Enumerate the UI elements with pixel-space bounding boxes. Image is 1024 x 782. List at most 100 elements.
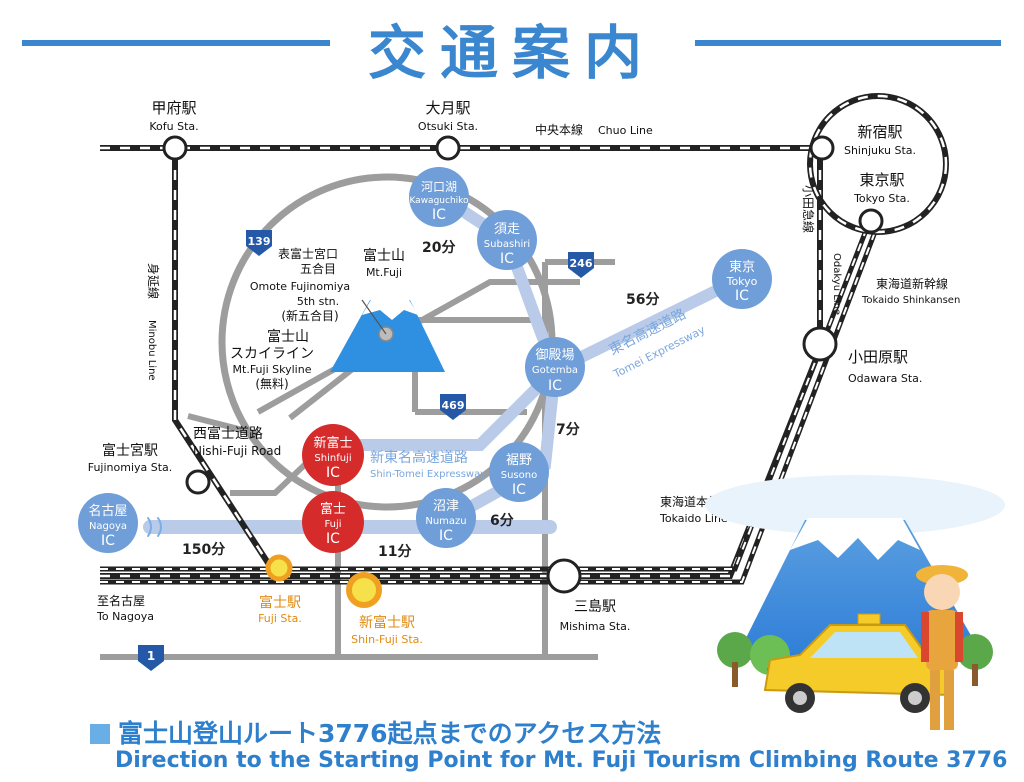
- title-rule-left: [22, 40, 330, 46]
- shinjuku-label: 新宿駅 Shinjuku Sta.: [844, 123, 916, 157]
- svg-text:Chuo Line: Chuo Line: [598, 124, 653, 137]
- svg-text:Nishi-Fuji Road: Nishi-Fuji Road: [193, 444, 281, 458]
- susono-ic: 裾野 Susono IC: [489, 442, 549, 502]
- svg-text:富士駅: 富士駅: [259, 594, 301, 611]
- otsuki-label: 大月駅 Otsuki Sta.: [418, 99, 478, 133]
- omote-fujinomiya-label: 表富士宮口 五合目 Omote Fujinomiya 5th stn. (新五合…: [250, 246, 350, 323]
- svg-text:Fujinomiya Sta.: Fujinomiya Sta.: [88, 461, 173, 474]
- shinjuku-station-marker: [809, 135, 835, 161]
- route-1-shield: 1: [138, 645, 164, 671]
- svg-text:河口湖: 河口湖: [421, 179, 457, 194]
- road-nishi-fuji: [187, 413, 259, 437]
- svg-text:Tokaido Shinkansen: Tokaido Shinkansen: [861, 295, 960, 306]
- svg-text:西富士道路: 西富士道路: [193, 425, 263, 442]
- route-469-shield: 469: [440, 394, 466, 420]
- odawara-station-marker: [802, 326, 838, 362]
- svg-text:(新五合目): (新五合目): [281, 308, 338, 323]
- svg-text:東海道新幹線: 東海道新幹線: [876, 276, 948, 291]
- tokyo-ic: 東京 Tokyo IC: [712, 249, 772, 309]
- interchanges: 河口湖 Kawaguchiko IC 須走 Subashiri IC 御殿場 G…: [78, 167, 772, 553]
- shin-tomei-expressway: [329, 364, 561, 451]
- nagoya-ic: 名古屋 Nagoya IC: [78, 493, 138, 553]
- svg-text:須走: 須走: [494, 222, 520, 237]
- svg-text:IC: IC: [439, 528, 453, 544]
- shin-tomei-expressway-label: 新東名高速道路 Shin-Tomei Expressway: [370, 449, 486, 480]
- svg-text:東京駅: 東京駅: [859, 171, 904, 189]
- mt-fuji-illustration: [330, 298, 445, 372]
- to-nagoya-label: 至名古屋 To Nagoya: [96, 593, 154, 623]
- svg-text:名古屋: 名古屋: [88, 503, 127, 519]
- svg-text:沼津: 沼津: [433, 499, 459, 514]
- svg-text:新宿駅: 新宿駅: [857, 123, 902, 141]
- svg-text:甲府駅: 甲府駅: [151, 99, 196, 117]
- title-bar: 交通案内: [0, 0, 1024, 90]
- subashiri-ic: 須走 Subashiri IC: [477, 210, 537, 270]
- svg-text:Shinjuku Sta.: Shinjuku Sta.: [844, 144, 916, 157]
- station-markers: [162, 135, 884, 608]
- svg-text:Shin-Tomei Expressway: Shin-Tomei Expressway: [370, 469, 486, 480]
- svg-text:Numazu: Numazu: [425, 516, 466, 527]
- fujinomiya-label: 富士宮駅 Fujinomiya Sta.: [88, 442, 173, 474]
- svg-text:Otsuki Sta.: Otsuki Sta.: [418, 120, 478, 133]
- tokyo-station-marker: [858, 208, 884, 234]
- svg-text:Gotemba: Gotemba: [532, 365, 578, 376]
- svg-text:Odakyu Line: Odakyu Line: [831, 253, 842, 315]
- mt-fuji-label: 富士山 Mt.Fuji: [363, 247, 405, 279]
- svg-text:Mt.Fuji: Mt.Fuji: [366, 266, 402, 279]
- svg-text:IC: IC: [326, 465, 340, 481]
- road-nishi-fuji-south: [230, 452, 318, 496]
- svg-text:Tokaido Line: Tokaido Line: [659, 512, 728, 525]
- route-shields: 139 246 469 1: [138, 230, 594, 671]
- svg-text:スカイライン: スカイライン: [230, 346, 314, 362]
- svg-text:小田原駅: 小田原駅: [848, 348, 908, 366]
- svg-text:IC: IC: [500, 251, 514, 267]
- mishima-label: 三島駅 Mishima Sta.: [560, 599, 631, 633]
- gotemba-ic: 御殿場 Gotemba IC: [525, 337, 585, 397]
- svg-text:IC: IC: [548, 378, 562, 394]
- route-246-shield: 246: [568, 252, 594, 278]
- shinkansen-label: 東海道新幹線 Tokaido Shinkansen: [861, 276, 960, 306]
- svg-text:Fuji Sta.: Fuji Sta.: [258, 612, 302, 625]
- tokyo-station-label: 東京駅 Tokyo Sta.: [853, 171, 910, 205]
- svg-text:御殿場: 御殿場: [535, 348, 574, 363]
- svg-text:Mishima Sta.: Mishima Sta.: [560, 620, 631, 633]
- svg-text:Tokyo Sta.: Tokyo Sta.: [853, 192, 910, 205]
- time-7min: 7分: [556, 422, 580, 438]
- svg-text:469: 469: [442, 399, 465, 412]
- title-rule-right: [695, 40, 1001, 46]
- svg-text:大月駅: 大月駅: [425, 99, 470, 117]
- trees: [717, 632, 993, 690]
- time-150min: 150分: [182, 542, 225, 558]
- svg-text:富士: 富士: [320, 501, 346, 517]
- svg-text:Kawaguchiko: Kawaguchiko: [409, 196, 469, 206]
- svg-text:Kofu Sta.: Kofu Sta.: [149, 120, 198, 133]
- svg-text:富士山: 富士山: [363, 247, 405, 264]
- nishi-fuji-label: 西富士道路 Nishi-Fuji Road: [193, 425, 281, 458]
- svg-text:IC: IC: [101, 533, 115, 549]
- svg-text:富士山: 富士山: [267, 328, 309, 345]
- svg-text:三島駅: 三島駅: [574, 599, 616, 615]
- scene-illustration: [705, 475, 1005, 730]
- svg-text:Nagoya: Nagoya: [89, 521, 127, 532]
- svg-text:Mt.Fuji Skyline: Mt.Fuji Skyline: [233, 363, 312, 376]
- time-6min: 6分: [490, 513, 514, 529]
- svg-text:246: 246: [570, 257, 593, 270]
- skyline-label: 富士山 スカイライン Mt.Fuji Skyline (無料): [230, 328, 314, 391]
- svg-text:Shinfuji: Shinfuji: [314, 453, 351, 464]
- svg-text:表富士宮口: 表富士宮口: [278, 246, 338, 261]
- map-labels: 甲府駅 Kofu Sta. 大月駅 Otsuki Sta. 中央本線 Chuo …: [88, 99, 961, 646]
- minobu-line-label: 身延線 Minobu Line: [146, 263, 161, 381]
- fuji-station-marker: [265, 554, 293, 582]
- fujinomiya-station-marker: [185, 469, 211, 495]
- kawaguchiko-ic: 河口湖 Kawaguchiko IC: [409, 167, 469, 227]
- shinfuji-station-marker: [346, 572, 382, 608]
- svg-text:139: 139: [248, 235, 271, 248]
- svg-text:To Nagoya: To Nagoya: [96, 610, 154, 623]
- svg-text:至名古屋: 至名古屋: [97, 593, 145, 608]
- svg-text:(無料): (無料): [255, 376, 288, 391]
- page-title: 交通案内: [367, 19, 656, 87]
- minobu-line: [172, 150, 273, 568]
- svg-text:東京: 東京: [729, 259, 755, 275]
